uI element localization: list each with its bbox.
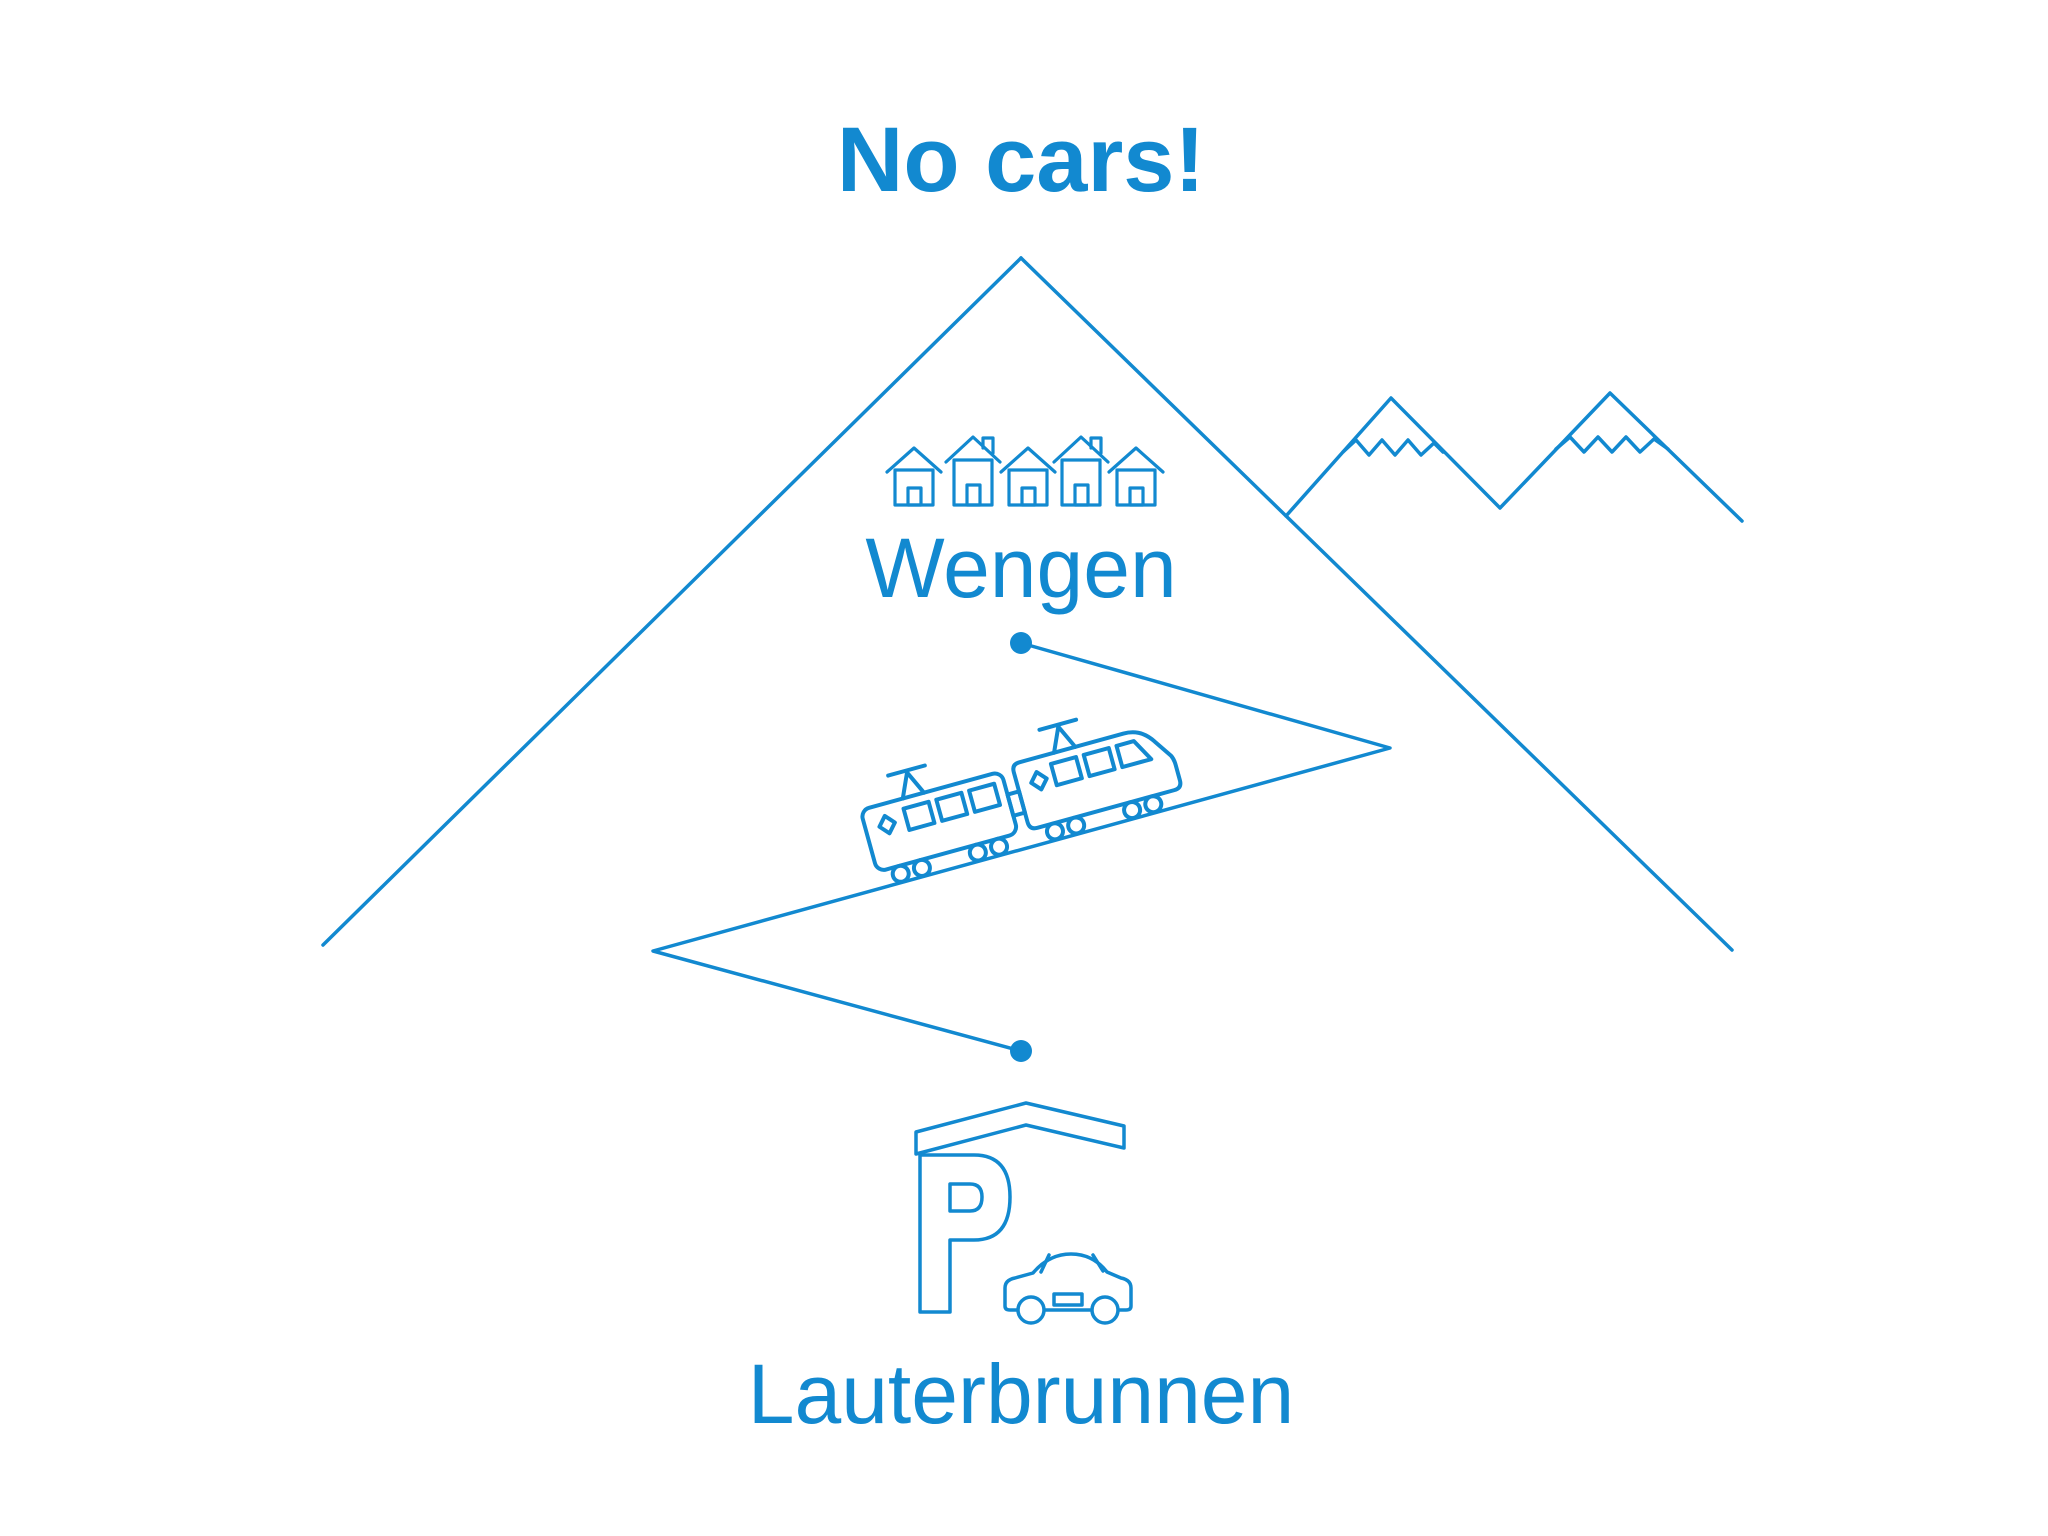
village-houses-icon: [885, 435, 1165, 507]
train-front-car: [1011, 730, 1183, 831]
train-wheel: [989, 836, 1010, 857]
train-window: [934, 790, 970, 823]
lauterbrunnen-label: Lauterbrunnen: [748, 1347, 1294, 1441]
house-icon: [1107, 446, 1165, 507]
cogwheel-train-icon: [860, 717, 1183, 884]
train-logo-diamond-icon: [877, 813, 897, 836]
parking-p-letter: [918, 1153, 1012, 1314]
garage-roof: [914, 1101, 1126, 1156]
train-window: [967, 781, 1002, 814]
parking-garage-icon: [914, 1101, 1133, 1325]
wengen-station-dot: [1010, 632, 1032, 654]
wengen-label: Wengen: [865, 521, 1176, 615]
train-logo-diamond-icon: [1029, 770, 1049, 792]
car-icon: [1003, 1252, 1133, 1325]
page-title: No cars!: [837, 109, 1205, 211]
peaks-outline: [1284, 391, 1744, 523]
lauterbrunnen-station-dot: [1010, 1040, 1032, 1062]
train-wheel: [1122, 800, 1143, 821]
mountain-left-slope: [321, 256, 1023, 947]
train-wheel: [1143, 794, 1164, 815]
railway-zigzag-line: [651, 641, 1392, 1053]
big-mountain-icon: [321, 256, 1734, 952]
train-driver-window: [1114, 739, 1154, 770]
pantograph-icon: [1037, 717, 1079, 755]
house-icon: [944, 435, 1002, 507]
snowcap-icon: [1341, 438, 1445, 457]
snowcapped-peaks-icon: [1284, 391, 1744, 523]
pantograph-icon: [886, 763, 927, 801]
car-windshield-lines: [1039, 1253, 1105, 1274]
snowcap-icon: [1554, 435, 1670, 454]
train-wheel: [967, 842, 988, 863]
train-wheel: [1066, 815, 1087, 836]
train-window: [1081, 746, 1117, 779]
car-wheel: [1016, 1295, 1046, 1325]
car-wheel: [1090, 1295, 1120, 1325]
train-window: [1048, 755, 1084, 788]
train-wheel: [911, 857, 932, 878]
mountain-right-slope: [1019, 256, 1734, 952]
house-icon: [1052, 435, 1110, 507]
train-wheel: [890, 863, 911, 884]
house-icon: [885, 446, 943, 507]
house-icon: [999, 446, 1057, 507]
train-wheel: [1044, 821, 1065, 842]
car-license-plate: [1052, 1292, 1084, 1307]
train-window: [901, 799, 937, 832]
